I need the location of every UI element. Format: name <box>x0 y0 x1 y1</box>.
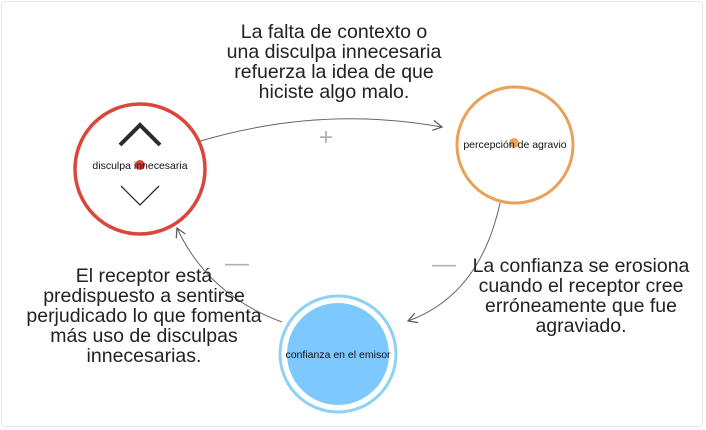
note-grievance-trust: La confianza se erosiona cuando el recep… <box>458 256 704 336</box>
polarity-apology-to-grievance: + <box>319 124 333 151</box>
note-line: La confianza se erosiona <box>472 255 690 277</box>
node-trust-fill <box>287 303 389 405</box>
note-line: predispuesto a sentirse <box>43 285 245 307</box>
chevron-down-icon[interactable] <box>120 185 160 206</box>
note-line: La falta de contexto o <box>240 21 428 43</box>
link-apology-to-grievance[interactable] <box>196 118 444 143</box>
node-grievance[interactable]: percepción de agravio <box>455 85 575 205</box>
note-line: hiciste algo malo. <box>258 81 410 103</box>
note-line: innecesarias. <box>86 345 202 367</box>
chevron-up-icon[interactable] <box>118 122 162 147</box>
polarity-trust-to-apology: — <box>225 250 249 277</box>
node-trust[interactable]: confianza en el emisor <box>278 294 398 414</box>
node-grievance-dot <box>509 138 519 148</box>
note-line: erróneamente que fue <box>485 295 677 317</box>
node-trust-label: confianza en el emisor <box>285 349 391 361</box>
note-line: más uso de disculpas <box>50 325 238 347</box>
node-apology-dot <box>135 160 145 170</box>
link-trust-to-apology[interactable] <box>175 226 283 323</box>
note-line: El receptor está <box>75 265 213 287</box>
note-trust-apology: El receptor está predispuesto a sentirse… <box>16 266 272 366</box>
note-line: cuando el receptor cree <box>478 275 684 297</box>
note-line: una disculpa innecesaria <box>226 41 442 63</box>
note-apology-grievance: La falta de contexto o una disculpa inne… <box>212 22 456 102</box>
node-grievance-label: percepción de agravio <box>463 139 566 151</box>
note-line: agraviado. <box>535 315 627 337</box>
note-line: perjudicado lo que fomenta <box>26 305 262 327</box>
node-apology[interactable]: disculpa innecesaria <box>73 102 207 236</box>
polarity-grievance-to-trust: — <box>432 251 456 278</box>
note-line: refuerza la idea de que <box>234 61 434 83</box>
link-grievance-to-trust[interactable] <box>406 202 501 324</box>
node-apology-label: disculpa innecesaria <box>92 160 187 172</box>
